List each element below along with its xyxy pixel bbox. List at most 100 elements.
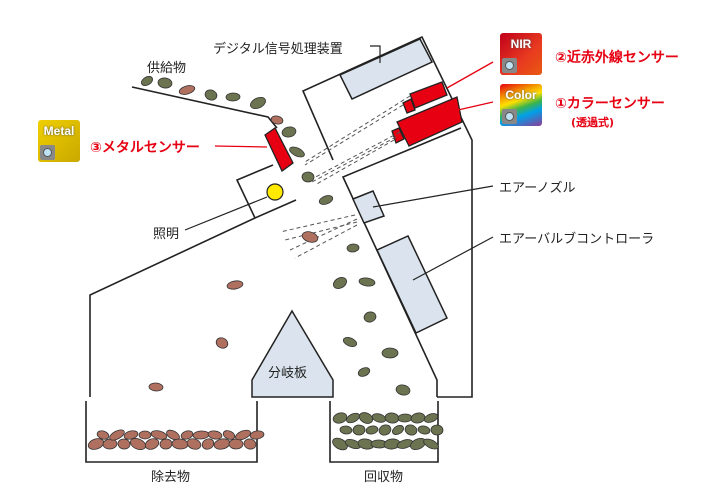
- splitter-plate: [251, 309, 334, 398]
- rejected-particle: [235, 429, 251, 441]
- rejected-particle: [87, 438, 105, 450]
- accepted-particle: [358, 412, 374, 424]
- beam-line: [284, 221, 358, 241]
- feed-chute: [131, 86, 278, 129]
- color-leader: [457, 101, 494, 111]
- accepted-particle: [392, 425, 404, 435]
- color-sensor-label: ①カラーセンサー: [555, 96, 665, 112]
- accepted-particle: [281, 126, 297, 138]
- accepted-particle: [333, 277, 347, 289]
- nozzle-leader: [372, 185, 494, 208]
- rejected-particle: [192, 430, 210, 440]
- accepted-particle: [358, 277, 376, 287]
- lighting-leader: [184, 196, 268, 231]
- accepted-particle: [371, 413, 387, 423]
- lens-icon: [502, 58, 517, 73]
- lighting-box: [235, 164, 297, 220]
- accepted-particle: [332, 412, 348, 424]
- accepted-particle: [346, 243, 360, 253]
- accepted-particle: [381, 347, 399, 359]
- air-nozzle-box: [351, 190, 386, 224]
- valve-leader: [412, 236, 494, 281]
- air-valve-controller-label: エアーバルブコントローラ: [499, 232, 655, 247]
- rejected-particle: [150, 430, 168, 440]
- accepted-particle: [365, 425, 379, 435]
- rejected-particle: [207, 430, 223, 440]
- rejected-particle: [180, 430, 194, 440]
- signal-processor-leader: [370, 45, 381, 63]
- signal-processor-box: [338, 38, 434, 100]
- rejected-particle: [178, 85, 196, 95]
- accepted-particle: [289, 146, 305, 158]
- beam-line: [314, 139, 395, 186]
- beam-line: [304, 104, 404, 166]
- accepted-particle: [384, 412, 400, 424]
- color-sensor-note: (透過式): [571, 116, 615, 129]
- rejected-particle: [270, 115, 284, 125]
- beam-line: [304, 95, 411, 163]
- rejected-particle: [96, 430, 110, 440]
- accepted-particle: [250, 96, 266, 110]
- nir-leader: [446, 61, 494, 89]
- beam-line: [279, 214, 356, 233]
- accepted-particle: [423, 413, 439, 423]
- feed-label: 供給物: [147, 61, 187, 76]
- accepted-particle: [417, 425, 431, 435]
- beam-line: [311, 136, 397, 183]
- upper-housing: [301, 35, 473, 398]
- rejected-particle: [159, 438, 173, 450]
- metal-leader: [214, 145, 268, 148]
- left-wall: [89, 217, 256, 397]
- metal-icon-text: Metal: [43, 124, 75, 138]
- accepted-particle: [225, 92, 241, 102]
- nir-icon: NIR: [500, 33, 542, 75]
- rejected-particle: [144, 438, 160, 450]
- rejected-label: 除去物: [151, 470, 191, 485]
- beam-line: [294, 224, 358, 259]
- rejected-particle: [148, 382, 164, 392]
- accepted-particle: [404, 424, 418, 436]
- recovered-label: 回収物: [364, 470, 404, 485]
- metal-sensor: [264, 127, 294, 172]
- rejected-particle: [171, 438, 189, 450]
- beam-line: [289, 218, 358, 251]
- rejected-particle: [186, 438, 202, 450]
- lens-icon: [40, 145, 55, 160]
- rejected-particle: [243, 438, 257, 450]
- rejected-particle: [109, 429, 125, 441]
- accepted-particle: [378, 424, 392, 436]
- accepted-particle: [204, 89, 218, 101]
- accepted-particle: [410, 412, 426, 424]
- accepted-particle: [397, 413, 413, 423]
- accepted-particle: [332, 437, 348, 451]
- accepted-particle: [395, 384, 411, 396]
- signal-processor-label: デジタル信号処理装置: [213, 42, 343, 57]
- air-valve-controller-box: [375, 235, 448, 335]
- lighting-label: 照明: [153, 227, 180, 242]
- accepted-particle: [357, 367, 371, 377]
- metal-icon: Metal: [38, 120, 80, 162]
- rejected-particle: [215, 337, 229, 349]
- rejected-particle: [249, 430, 265, 440]
- nir-sensor-lens: [402, 98, 416, 114]
- metal-sensor-label: ③メタルセンサー: [90, 140, 200, 156]
- accepted-particle: [346, 412, 360, 424]
- accepted-particle: [141, 76, 153, 86]
- color-sensor-body: [396, 96, 463, 147]
- rejected-particle: [301, 231, 319, 243]
- rejected-particle: [226, 280, 244, 290]
- lamp-icon: [266, 183, 284, 201]
- rejected-particle: [138, 430, 152, 440]
- accepted-particle: [339, 425, 353, 435]
- rejected-particle: [102, 438, 118, 450]
- nir-sensor-label: ②近赤外線センサー: [555, 50, 679, 66]
- lens-icon: [502, 109, 517, 124]
- rejected-particle: [201, 438, 215, 450]
- accepted-particle: [342, 337, 358, 347]
- color-icon-text: Color: [505, 88, 537, 102]
- splitter-label: 分岐板: [268, 366, 308, 381]
- rejected-particle: [222, 430, 236, 440]
- rejected-particle: [117, 438, 131, 450]
- accepted-particle: [318, 195, 334, 205]
